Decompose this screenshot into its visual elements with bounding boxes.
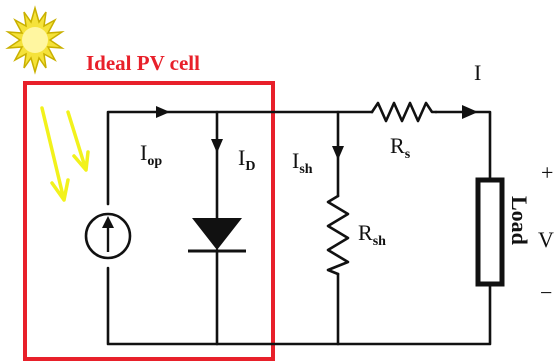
- label-i-diode-sub: D: [245, 159, 255, 174]
- label-i-diode-main: I: [238, 145, 245, 170]
- label-i-op-main: I: [140, 140, 147, 165]
- circuit-wires: [106, 110, 492, 346]
- label-plus: +: [541, 160, 553, 185]
- load-label: Load: [507, 196, 532, 245]
- label-r-series-sub: s: [405, 147, 411, 162]
- current-arrow-shunt: [332, 146, 344, 160]
- label-r-shunt: Rsh: [358, 220, 386, 249]
- label-i-shunt-main: I: [292, 148, 299, 173]
- shunt-resistor-icon: [326, 194, 350, 276]
- label-i-shunt-sub: sh: [299, 162, 312, 177]
- label-r-shunt-main: R: [358, 220, 373, 245]
- label-r-series: Rs: [390, 133, 411, 162]
- label-i-op: Iop: [140, 140, 162, 169]
- load-icon: [475, 177, 505, 287]
- current-arrow-op: [156, 106, 170, 118]
- label-minus: −: [540, 280, 552, 305]
- label-i-op-sub: op: [147, 154, 162, 169]
- series-resistor-icon: [370, 101, 438, 123]
- label-r-series-main: R: [390, 133, 405, 158]
- label-voltage: V: [538, 227, 554, 252]
- ideal-pv-cell-frame: [23, 81, 275, 361]
- diode-icon: [188, 218, 246, 253]
- diagram-title: Ideal PV cell: [86, 51, 200, 75]
- current-arrow-diode: [211, 139, 223, 153]
- label-r-shunt-sub: sh: [373, 234, 386, 249]
- light-ray-arrows: [40, 106, 90, 202]
- current-arrow-output: [462, 105, 478, 119]
- current-source-icon: [84, 212, 132, 260]
- label-output-current: I: [474, 60, 481, 85]
- label-i-diode: ID: [238, 145, 255, 174]
- sun-icon: [5, 5, 65, 75]
- label-i-shunt: Ish: [292, 148, 313, 177]
